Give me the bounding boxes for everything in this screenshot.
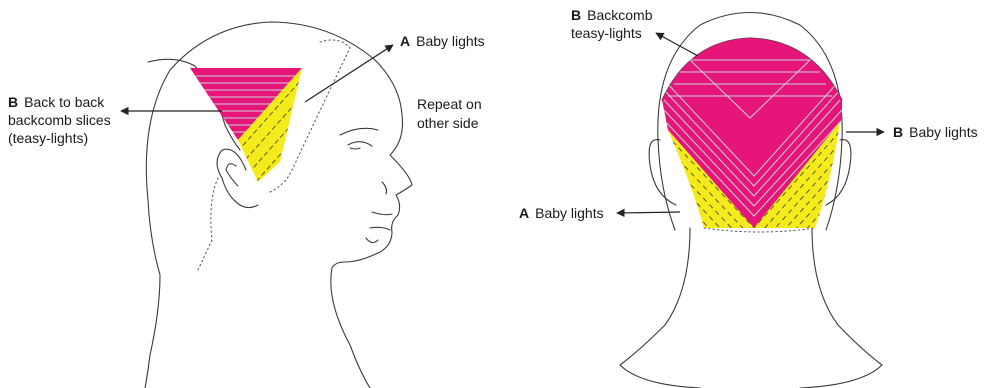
- side-ear-inner: [226, 164, 238, 186]
- side-eye: [348, 142, 372, 149]
- back-neck-left: [620, 228, 700, 388]
- back-neck-right: [800, 228, 882, 388]
- side-note-line2: other side: [417, 115, 479, 131]
- back-ear-left: [649, 140, 676, 205]
- back-label-b-top-line2: teasy-lights: [571, 25, 642, 41]
- back-arrow-a: [617, 212, 680, 213]
- side-eyebrow: [340, 128, 378, 135]
- side-note-line1: Repeat on: [417, 96, 482, 112]
- back-nape-dotted: [704, 228, 815, 232]
- side-neck-back: [145, 355, 150, 388]
- side-nostril: [382, 182, 387, 194]
- side-arrow-a: [305, 45, 393, 102]
- side-nape-dotted: [198, 178, 218, 270]
- side-label-b-line3: (teasy-lights): [8, 130, 88, 146]
- side-label-b-line2: backcomb slices: [8, 112, 111, 128]
- side-lips: [370, 212, 392, 230]
- back-arrow-b-top: [656, 33, 698, 56]
- side-chin: [366, 238, 378, 243]
